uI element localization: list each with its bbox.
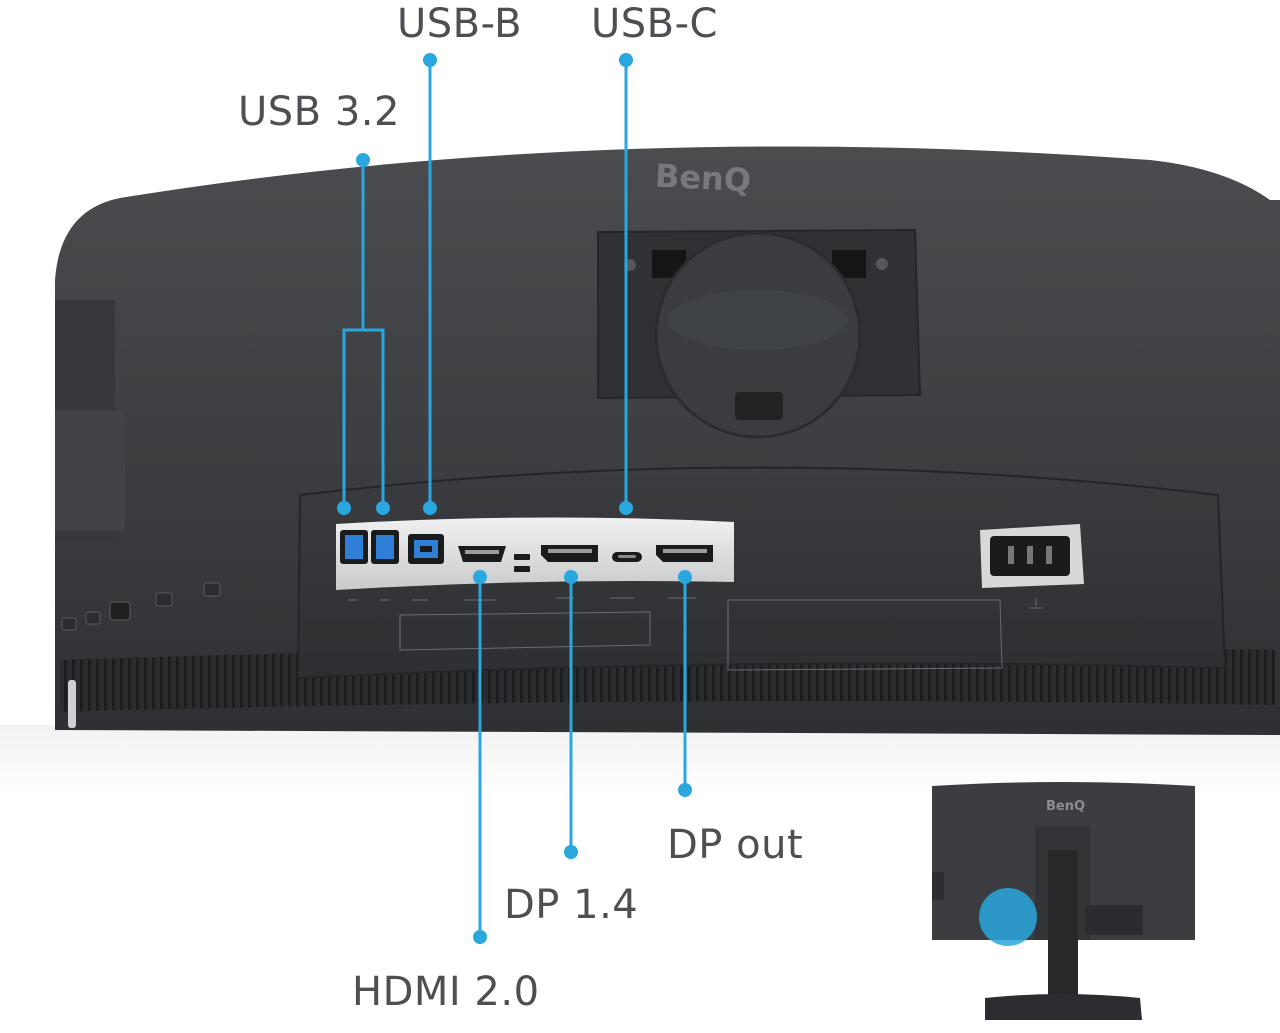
joystick-button [109,601,131,621]
callout-lines [342,58,687,939]
displayport-port-icon [656,545,713,562]
power-socket-icon [980,524,1084,588]
kensington-slot [68,680,76,728]
inset-monitor-thumbnail: BenQ [932,782,1195,1020]
displayport-port-icon [541,545,598,562]
inset-stand-base [985,994,1142,1020]
brand-logo: BenQ [654,157,752,200]
usb-b-port-icon [408,534,444,564]
usb-c-port-icon [612,552,642,562]
label-usb-c: USB-C [591,1,718,47]
left-bevel-inset [55,410,125,530]
vesa-screw-right [876,258,888,270]
inset-stand-neck [1048,850,1078,1000]
svg-text:BenQ: BenQ [1046,799,1085,814]
callout-dots [337,53,692,944]
small-port [514,554,530,560]
label-usb-b: USB-B [397,1,523,47]
label-hdmi-2-0: HDMI 2.0 [352,969,540,1015]
stand-release-latch [735,392,783,420]
label-usb-3-2: USB 3.2 [238,89,400,135]
usb-a-port-icon [371,530,399,564]
small-port [514,566,530,572]
label-dp-1-4: DP 1.4 [504,882,639,928]
label-dp-out: DP out [667,822,804,868]
usb-a-port-icon [340,530,368,564]
control-buttons [61,582,221,631]
hdmi-port-icon [458,546,506,562]
highlight-circle [979,888,1037,946]
